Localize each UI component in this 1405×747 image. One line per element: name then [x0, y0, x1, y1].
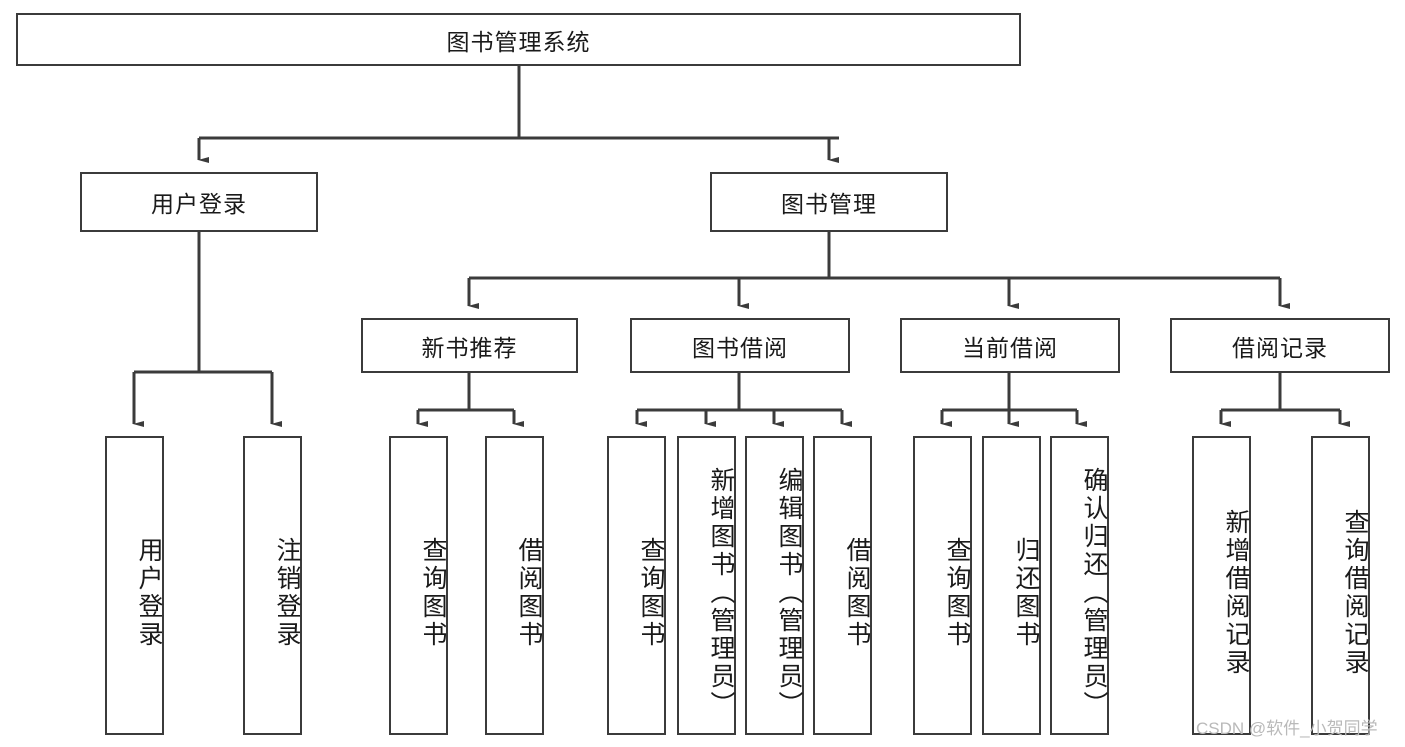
node-label: 确认归还（管理员）: [1080, 466, 1108, 719]
node-current-borrow[interactable]: 当前借阅: [900, 318, 1120, 373]
leaf-edit-book[interactable]: 编辑图书（管理员）: [745, 436, 804, 735]
leaf-query-book-2[interactable]: 查询图书: [607, 436, 666, 735]
leaf-query-book-3[interactable]: 查询图书: [913, 436, 972, 735]
leaf-return-book[interactable]: 归还图书: [982, 436, 1041, 735]
node-label: 当前借阅: [962, 334, 1058, 361]
leaf-logout[interactable]: 注销登录: [243, 436, 302, 735]
node-label: 查询图书: [419, 536, 447, 649]
leaf-query-book-1[interactable]: 查询图书: [389, 436, 448, 735]
leaf-add-book[interactable]: 新增图书（管理员）: [677, 436, 736, 735]
node-label: 查询借阅记录: [1341, 508, 1369, 677]
node-book-manage[interactable]: 图书管理: [710, 172, 948, 232]
leaf-query-record[interactable]: 查询借阅记录: [1311, 436, 1370, 735]
node-label: 新增借阅记录: [1222, 508, 1250, 677]
node-new-book-rec[interactable]: 新书推荐: [361, 318, 578, 373]
node-label: 新增图书（管理员）: [707, 466, 735, 719]
node-label: 新书推荐: [421, 334, 518, 361]
leaf-user-login[interactable]: 用户登录: [105, 436, 164, 735]
leaf-borrow-book-2[interactable]: 借阅图书: [813, 436, 872, 735]
node-book-borrow[interactable]: 图书借阅: [630, 318, 850, 373]
leaf-borrow-book-1[interactable]: 借阅图书: [485, 436, 544, 735]
node-borrow-record[interactable]: 借阅记录: [1170, 318, 1390, 373]
leaf-add-record[interactable]: 新增借阅记录: [1192, 436, 1251, 735]
node-label: 归还图书: [1012, 536, 1040, 649]
node-label: 图书管理: [781, 191, 877, 217]
node-label: 注销登录: [273, 536, 301, 649]
node-label: 图书借阅: [692, 334, 788, 361]
node-label: 查询图书: [637, 536, 665, 649]
node-label: 借阅图书: [843, 536, 871, 649]
node-label: 用户登录: [151, 191, 247, 217]
node-label: 编辑图书（管理员）: [775, 466, 803, 719]
node-label: 用户登录: [135, 536, 163, 649]
node-label: 查询图书: [943, 536, 971, 649]
leaf-confirm-return[interactable]: 确认归还（管理员）: [1050, 436, 1109, 735]
node-user-login[interactable]: 用户登录: [80, 172, 318, 232]
node-label: 借阅图书: [515, 536, 543, 649]
node-label: 借阅记录: [1232, 334, 1328, 361]
node-label: 图书管理系统: [446, 28, 591, 55]
node-root[interactable]: 图书管理系统: [16, 13, 1021, 66]
